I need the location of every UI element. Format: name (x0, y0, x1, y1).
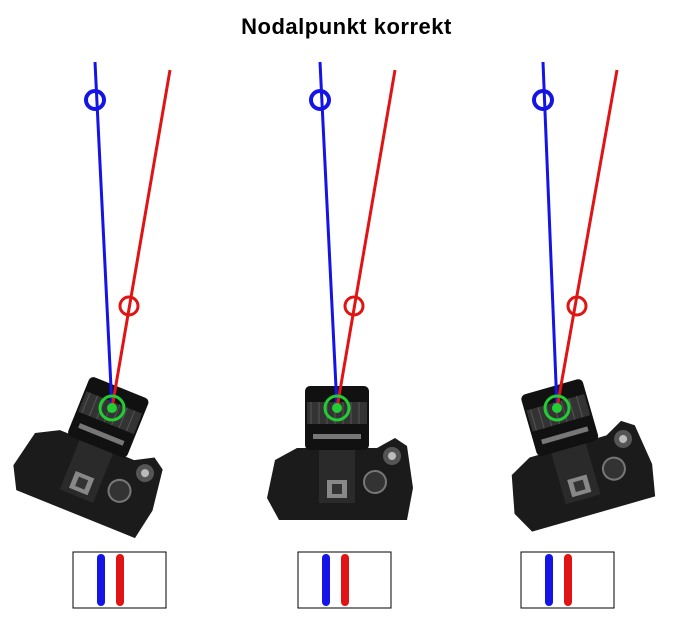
panel-right (482, 61, 662, 609)
near-target-marker (343, 295, 365, 317)
blue-view-bar (545, 554, 553, 606)
red-sight-line (555, 69, 619, 409)
camera-icon (482, 364, 662, 536)
nodal-point-dot (107, 403, 117, 413)
nodal-point-ring (98, 394, 126, 422)
far-target-marker (309, 89, 331, 111)
red-view-bar (116, 554, 124, 606)
red-sight-line (335, 69, 397, 409)
near-target-marker (566, 295, 588, 317)
camera-icon (4, 360, 192, 542)
near-target-marker (118, 295, 140, 317)
nodal-point-dot (332, 403, 342, 413)
blue-sight-line (318, 61, 339, 409)
nodal-point-ring (323, 394, 351, 422)
blue-view-bar (322, 554, 330, 606)
red-view-bar (341, 554, 349, 606)
red-view-bar (564, 554, 572, 606)
far-target-marker (84, 89, 106, 111)
blue-sight-line (541, 61, 559, 409)
nodal-point-dot (552, 403, 562, 413)
blue-sight-line (93, 61, 114, 409)
red-sight-line (110, 69, 172, 409)
nodal-point-ring (543, 394, 571, 422)
blue-view-bar (97, 554, 105, 606)
far-target-marker (532, 89, 554, 111)
panel-center (266, 61, 414, 609)
panel-left (4, 61, 192, 609)
diagram-title: Nodalpunkt korrekt (241, 14, 452, 39)
